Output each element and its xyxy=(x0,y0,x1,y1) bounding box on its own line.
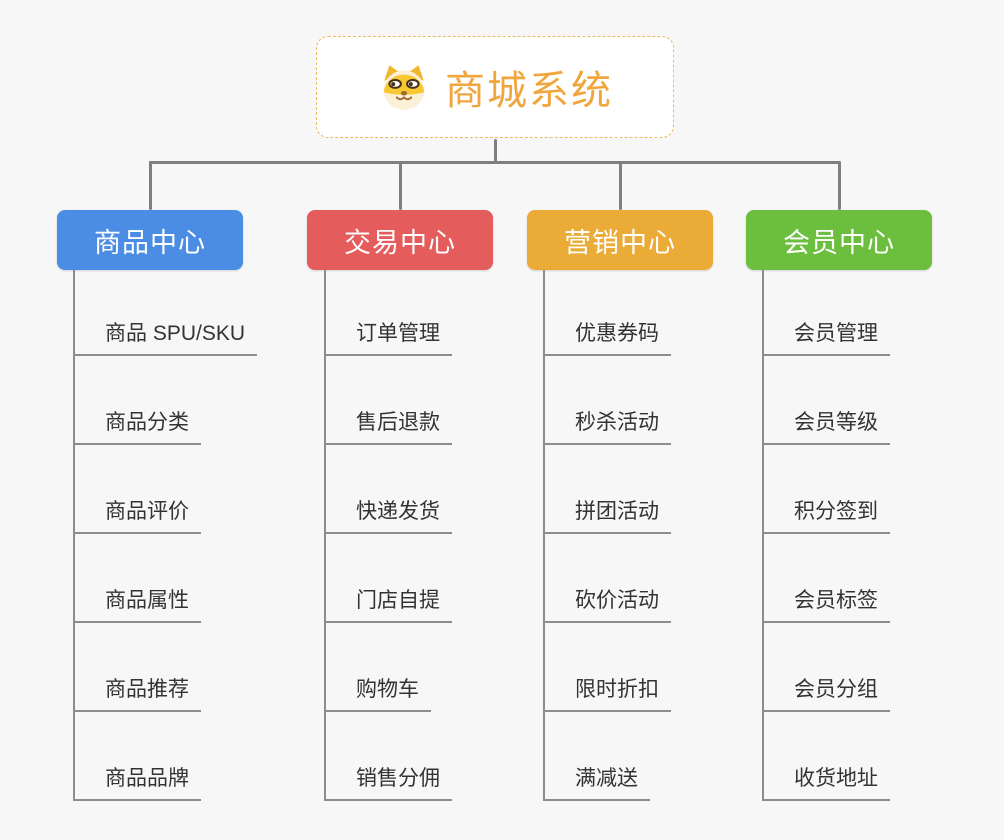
mindmap-item[interactable]: 商品品牌 xyxy=(73,765,201,801)
mindmap-item[interactable]: 满减送 xyxy=(543,765,650,801)
mindmap-item[interactable]: 会员分组 xyxy=(762,676,890,712)
mindmap-item[interactable]: 优惠券码 xyxy=(543,320,671,356)
mindmap-item[interactable]: 会员标签 xyxy=(762,587,890,623)
mindmap-item[interactable]: 限时折扣 xyxy=(543,676,671,712)
mindmap-item[interactable]: 会员管理 xyxy=(762,320,890,356)
connector-bus-line xyxy=(149,161,840,164)
root-title: 商城系统 xyxy=(445,69,613,113)
mindmap-item[interactable]: 收货地址 xyxy=(762,765,890,801)
branch-node-product-center[interactable]: 商品中心 xyxy=(57,210,243,270)
mindmap-item[interactable]: 商品推荐 xyxy=(73,676,201,712)
mindmap-item[interactable]: 订单管理 xyxy=(324,320,452,356)
mindmap-item[interactable]: 会员等级 xyxy=(762,409,890,445)
mindmap-item[interactable]: 售后退款 xyxy=(324,409,452,445)
trunk-line-marketing-center xyxy=(543,270,545,800)
mindmap-item[interactable]: 购物车 xyxy=(324,676,431,712)
mindmap-item[interactable]: 商品 SPU/SKU xyxy=(73,320,258,356)
branch-node-member-center[interactable]: 会员中心 xyxy=(746,210,932,270)
mindmap-item[interactable]: 秒杀活动 xyxy=(543,409,671,445)
mindmap-item[interactable]: 商品评价 xyxy=(73,498,201,534)
mindmap-item[interactable]: 快递发货 xyxy=(324,498,452,534)
mindmap-item[interactable]: 商品分类 xyxy=(73,409,201,445)
branch-node-trade-center[interactable]: 交易中心 xyxy=(307,210,493,270)
connector-root-stub xyxy=(494,139,497,163)
branch-node-marketing-center[interactable]: 营销中心 xyxy=(527,210,713,270)
mindmap-item[interactable]: 商品属性 xyxy=(73,587,201,623)
mindmap-item[interactable]: 积分签到 xyxy=(762,498,890,534)
trunk-line-product-center xyxy=(73,270,75,800)
shiba-dog-icon xyxy=(377,63,431,111)
connector-drop-product xyxy=(149,161,152,210)
trunk-line-member-center xyxy=(762,270,764,800)
connector-drop-trade xyxy=(399,161,402,210)
mindmap-item[interactable]: 销售分佣 xyxy=(324,765,452,801)
connector-drop-member xyxy=(838,161,841,210)
root-node-mall-system[interactable]: 商城系统 xyxy=(316,36,674,138)
mindmap-item[interactable]: 拼团活动 xyxy=(543,498,671,534)
mindmap-item[interactable]: 门店自提 xyxy=(324,587,452,623)
mindmap-item[interactable]: 砍价活动 xyxy=(543,587,671,623)
connector-drop-marketing xyxy=(619,161,622,210)
trunk-line-trade-center xyxy=(324,270,326,800)
